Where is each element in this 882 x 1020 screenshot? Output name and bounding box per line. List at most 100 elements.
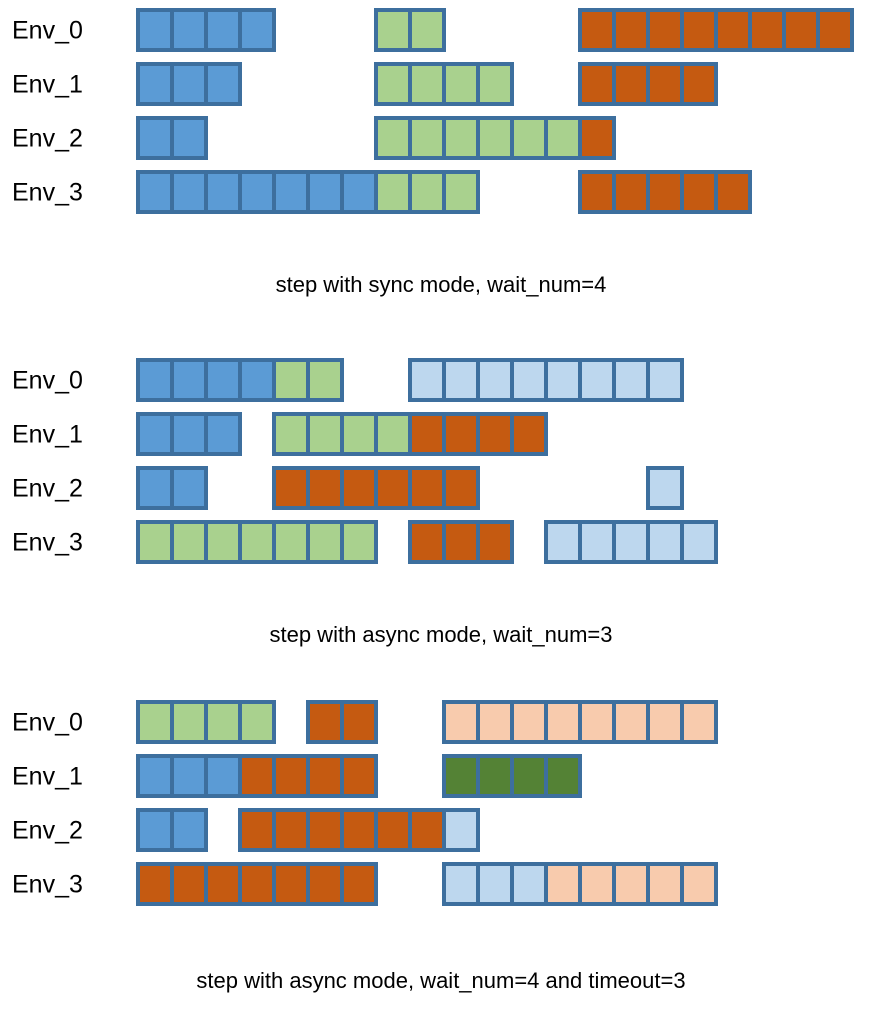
- step-block: [578, 8, 854, 52]
- env-row-label: Env_2: [12, 474, 83, 503]
- env-row: Env_1: [0, 412, 882, 458]
- step-cell-orange: [344, 866, 374, 902]
- step-cell-green: [412, 66, 442, 102]
- step-cell-green: [480, 120, 510, 156]
- step-block: [136, 466, 208, 510]
- step-cell-light-blue: [480, 362, 510, 398]
- step-cell-blue: [242, 174, 272, 210]
- step-cell-orange: [582, 174, 612, 210]
- step-cell-orange: [480, 416, 510, 452]
- section-caption: step with async mode, wait_num=3: [269, 622, 613, 647]
- step-cell-orange: [140, 866, 170, 902]
- step-cell-orange: [242, 812, 272, 848]
- step-cell-green: [378, 174, 408, 210]
- step-cell-blue: [140, 362, 170, 398]
- step-cell-peach: [616, 704, 646, 740]
- step-cell-blue: [174, 120, 204, 156]
- step-cell-orange: [446, 524, 476, 560]
- env-row: Env_2: [0, 466, 882, 512]
- step-cell-green: [140, 704, 170, 740]
- step-cell-blue: [208, 416, 238, 452]
- step-cell-blue: [140, 758, 170, 794]
- step-cell-light-blue: [650, 524, 680, 560]
- step-cell-orange: [276, 758, 306, 794]
- step-cell-peach: [548, 704, 578, 740]
- step-cell-blue: [140, 812, 170, 848]
- step-cell-orange: [310, 470, 340, 506]
- step-block: [272, 412, 548, 456]
- step-cell-orange: [208, 866, 238, 902]
- step-cell-green: [378, 12, 408, 48]
- step-cell-peach: [684, 866, 714, 902]
- step-cell-orange: [650, 174, 680, 210]
- step-block: [408, 358, 684, 402]
- step-block: [578, 170, 752, 214]
- step-cell-orange: [446, 470, 476, 506]
- env-row-label: Env_0: [12, 16, 83, 45]
- step-cell-blue: [174, 470, 204, 506]
- step-cell-blue: [140, 174, 170, 210]
- step-cell-light-blue: [446, 812, 476, 848]
- step-cell-blue: [140, 470, 170, 506]
- step-cell-blue: [310, 174, 340, 210]
- step-block: [136, 412, 242, 456]
- env-row-label: Env_3: [12, 870, 83, 899]
- env-row-label: Env_3: [12, 178, 83, 207]
- step-block: [578, 62, 718, 106]
- step-cell-orange: [616, 12, 646, 48]
- env-row: Env_0: [0, 358, 882, 404]
- step-block: [136, 62, 242, 106]
- step-cell-orange: [684, 174, 714, 210]
- step-cell-green: [446, 120, 476, 156]
- step-cell-light-blue: [616, 362, 646, 398]
- env-row-label: Env_0: [12, 366, 83, 395]
- step-cell-green: [174, 524, 204, 560]
- step-cell-green: [276, 416, 306, 452]
- step-cell-green: [310, 524, 340, 560]
- step-cell-light-blue: [582, 362, 612, 398]
- step-cell-blue: [140, 120, 170, 156]
- step-cell-peach: [684, 704, 714, 740]
- step-cell-light-blue: [650, 362, 680, 398]
- step-block: [646, 466, 684, 510]
- step-block: [374, 116, 616, 160]
- step-cell-light-blue: [514, 866, 544, 902]
- step-cell-light-blue: [548, 362, 578, 398]
- step-cell-light-blue: [684, 524, 714, 560]
- step-cell-orange: [344, 812, 374, 848]
- step-cell-light-blue: [412, 362, 442, 398]
- step-cell-orange: [276, 812, 306, 848]
- step-cell-orange: [412, 470, 442, 506]
- step-block: [408, 520, 514, 564]
- step-cell-blue: [242, 12, 272, 48]
- step-cell-peach: [514, 704, 544, 740]
- step-block: [136, 862, 378, 906]
- step-cell-light-blue: [548, 524, 578, 560]
- step-cell-blue: [174, 416, 204, 452]
- step-block: [136, 116, 208, 160]
- step-cell-orange: [786, 12, 816, 48]
- env-row: Env_0: [0, 8, 882, 54]
- step-cell-green: [344, 416, 374, 452]
- step-cell-blue: [174, 758, 204, 794]
- step-cell-blue: [208, 174, 238, 210]
- step-cell-peach: [480, 704, 510, 740]
- step-block: [306, 700, 378, 744]
- step-cell-orange: [650, 12, 680, 48]
- step-cell-green: [378, 416, 408, 452]
- step-cell-light-blue: [480, 866, 510, 902]
- step-cell-green: [208, 524, 238, 560]
- step-cell-green: [310, 416, 340, 452]
- step-cell-green: [446, 174, 476, 210]
- step-block: [442, 862, 718, 906]
- step-cell-blue: [140, 416, 170, 452]
- step-cell-light-blue: [616, 524, 646, 560]
- step-cell-orange: [310, 704, 340, 740]
- step-cell-blue: [208, 66, 238, 102]
- step-block: [136, 520, 378, 564]
- step-cell-peach: [548, 866, 578, 902]
- step-cell-orange: [616, 66, 646, 102]
- step-cell-dark-green: [446, 758, 476, 794]
- step-cell-green: [412, 12, 442, 48]
